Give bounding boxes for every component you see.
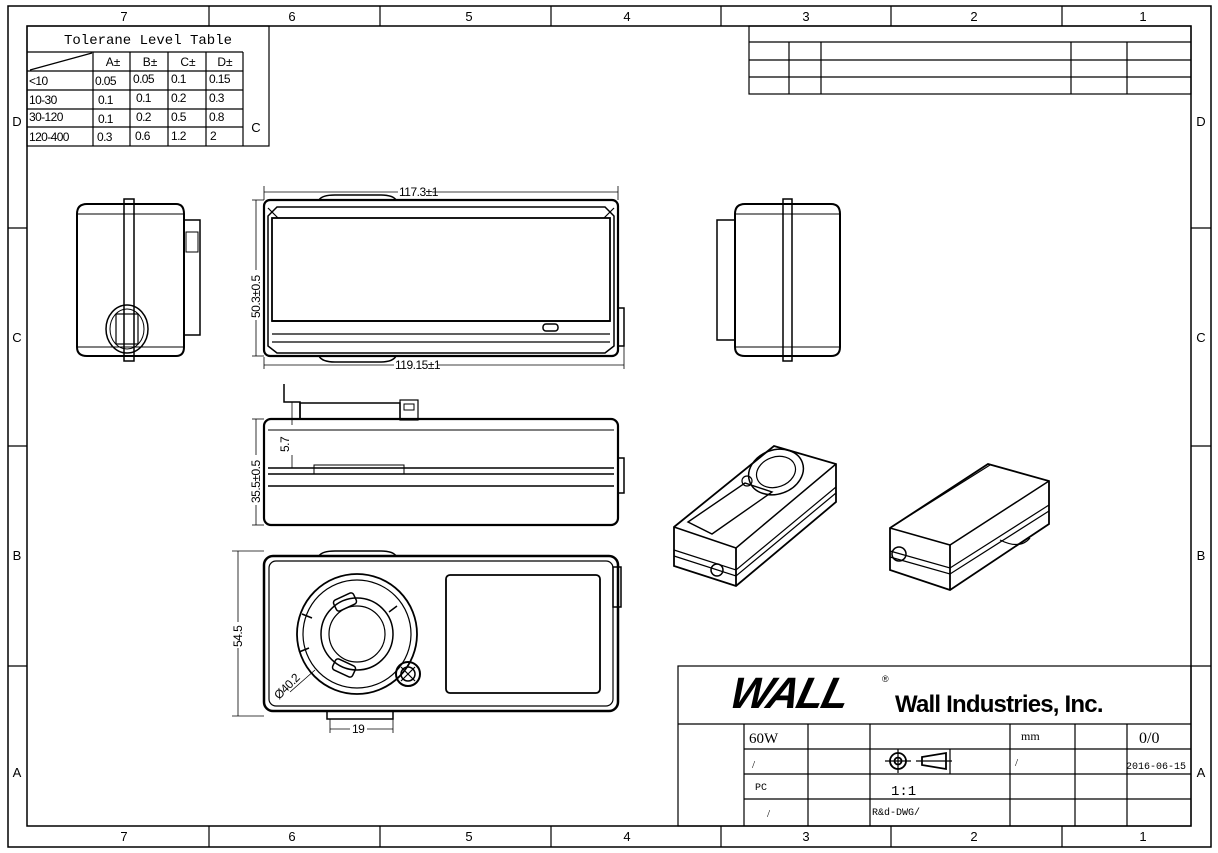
bottom-dims xyxy=(232,550,394,733)
table-cell: 0.1 xyxy=(136,91,152,105)
col-label: 5 xyxy=(465,829,472,844)
slash-value: / xyxy=(767,808,771,820)
table-title: Tolerane Level Table xyxy=(64,33,232,49)
row-label: D xyxy=(12,114,21,129)
table-header: B± xyxy=(143,55,158,69)
col-label: 7 xyxy=(120,829,127,844)
table-header: A± xyxy=(106,55,121,69)
col-label: 3 xyxy=(802,829,809,844)
frame-labels: 7 6 5 4 3 2 1 7 6 5 4 3 2 1 D C B A D C … xyxy=(12,9,1205,844)
table-cell: 0.05 xyxy=(95,74,117,88)
table-cell: 0.05 xyxy=(133,72,155,86)
logo-text: WALL xyxy=(725,670,854,718)
row-label: B xyxy=(1197,548,1206,563)
company-name: Wall Industries, Inc. xyxy=(895,691,1103,718)
title-block xyxy=(677,665,1192,827)
drawing-frame xyxy=(7,5,1212,848)
col-label: 6 xyxy=(288,829,295,844)
wall-logo-icon: WALL ® xyxy=(725,670,889,718)
table-range: <10 xyxy=(29,74,48,88)
bottom-view xyxy=(262,550,622,720)
isometric-view-socket xyxy=(673,445,837,588)
table-cell: 2 xyxy=(210,129,217,143)
col-label: 7 xyxy=(120,9,127,24)
row-label: C xyxy=(1196,330,1205,345)
table-range: 30-120 xyxy=(29,110,64,124)
table-cell: 0.5 xyxy=(171,110,187,124)
tolerance-table xyxy=(26,25,270,147)
table-cell: 1.2 xyxy=(171,129,187,143)
row-label: D xyxy=(1196,114,1205,129)
date-value: 2016-06-15 xyxy=(1126,762,1186,773)
dim-top-width: 117.3±1 xyxy=(399,185,439,199)
col-label: 2 xyxy=(970,829,977,844)
row-label: C xyxy=(12,330,21,345)
tolerance-table-text: Tolerane Level Table A± B± C± D± <10 0.0… xyxy=(29,33,261,144)
table-cell: 0.3 xyxy=(209,91,225,105)
table-header: C± xyxy=(180,55,196,69)
slash-value: / xyxy=(1015,757,1019,769)
table-cell: 0.6 xyxy=(135,129,151,143)
slash-value: / xyxy=(752,759,756,771)
table-header: D± xyxy=(217,55,233,69)
side-dims xyxy=(252,402,293,526)
table-cell: 0.1 xyxy=(98,93,114,107)
scale-value: 1:1 xyxy=(891,784,916,800)
table-range: 120-400 xyxy=(29,130,70,144)
dim-side-offset: 5.7 xyxy=(278,436,292,452)
col-label: 4 xyxy=(623,829,630,844)
col-label: 1 xyxy=(1139,829,1146,844)
table-cell: 0.1 xyxy=(98,112,114,126)
sheet-value: 0/0 xyxy=(1139,730,1159,747)
row-label: A xyxy=(13,765,22,780)
isometric-view-rear xyxy=(889,463,1050,591)
table-cell: 0.1 xyxy=(171,72,187,86)
col-label: 6 xyxy=(288,9,295,24)
col-label: 2 xyxy=(970,9,977,24)
revision-table xyxy=(748,25,1192,95)
col-label: 5 xyxy=(465,9,472,24)
dim-bottom-height: 54.5 xyxy=(231,625,245,647)
model-value: 60W xyxy=(749,731,779,747)
row-label: A xyxy=(1197,765,1206,780)
dim-bottom-width: 119.15±1 xyxy=(395,358,441,372)
dim-tab-width: 19 xyxy=(352,722,365,736)
drawing-number: R&d-DWG/ xyxy=(872,807,920,819)
projection-symbol-icon xyxy=(885,749,952,773)
col-label: 1 xyxy=(1139,9,1146,24)
table-cell: 0.3 xyxy=(97,130,113,144)
front-dims xyxy=(252,186,625,369)
table-cell: 0.2 xyxy=(171,91,187,105)
dim-front-height: 50.3±0.5 xyxy=(249,275,263,318)
unit-value: mm xyxy=(1021,729,1040,743)
registered-mark: ® xyxy=(882,674,889,684)
material-value: PC xyxy=(755,783,767,794)
table-cell: 0.15 xyxy=(209,72,231,86)
front-view xyxy=(262,194,625,363)
table-cell: 0.2 xyxy=(136,110,152,124)
side-view xyxy=(262,384,625,527)
row-label: B xyxy=(13,548,22,563)
dim-socket-diameter: Ø40.2 xyxy=(271,670,303,702)
right-end-view xyxy=(716,198,841,362)
left-end-view xyxy=(76,198,201,362)
table-cell: 0.8 xyxy=(209,110,225,124)
tolerance-level: C xyxy=(251,120,260,135)
col-label: 4 xyxy=(623,9,630,24)
col-label: 3 xyxy=(802,9,809,24)
dim-side-height: 35.5±0.5 xyxy=(249,460,263,503)
table-range: 10-30 xyxy=(29,93,58,107)
